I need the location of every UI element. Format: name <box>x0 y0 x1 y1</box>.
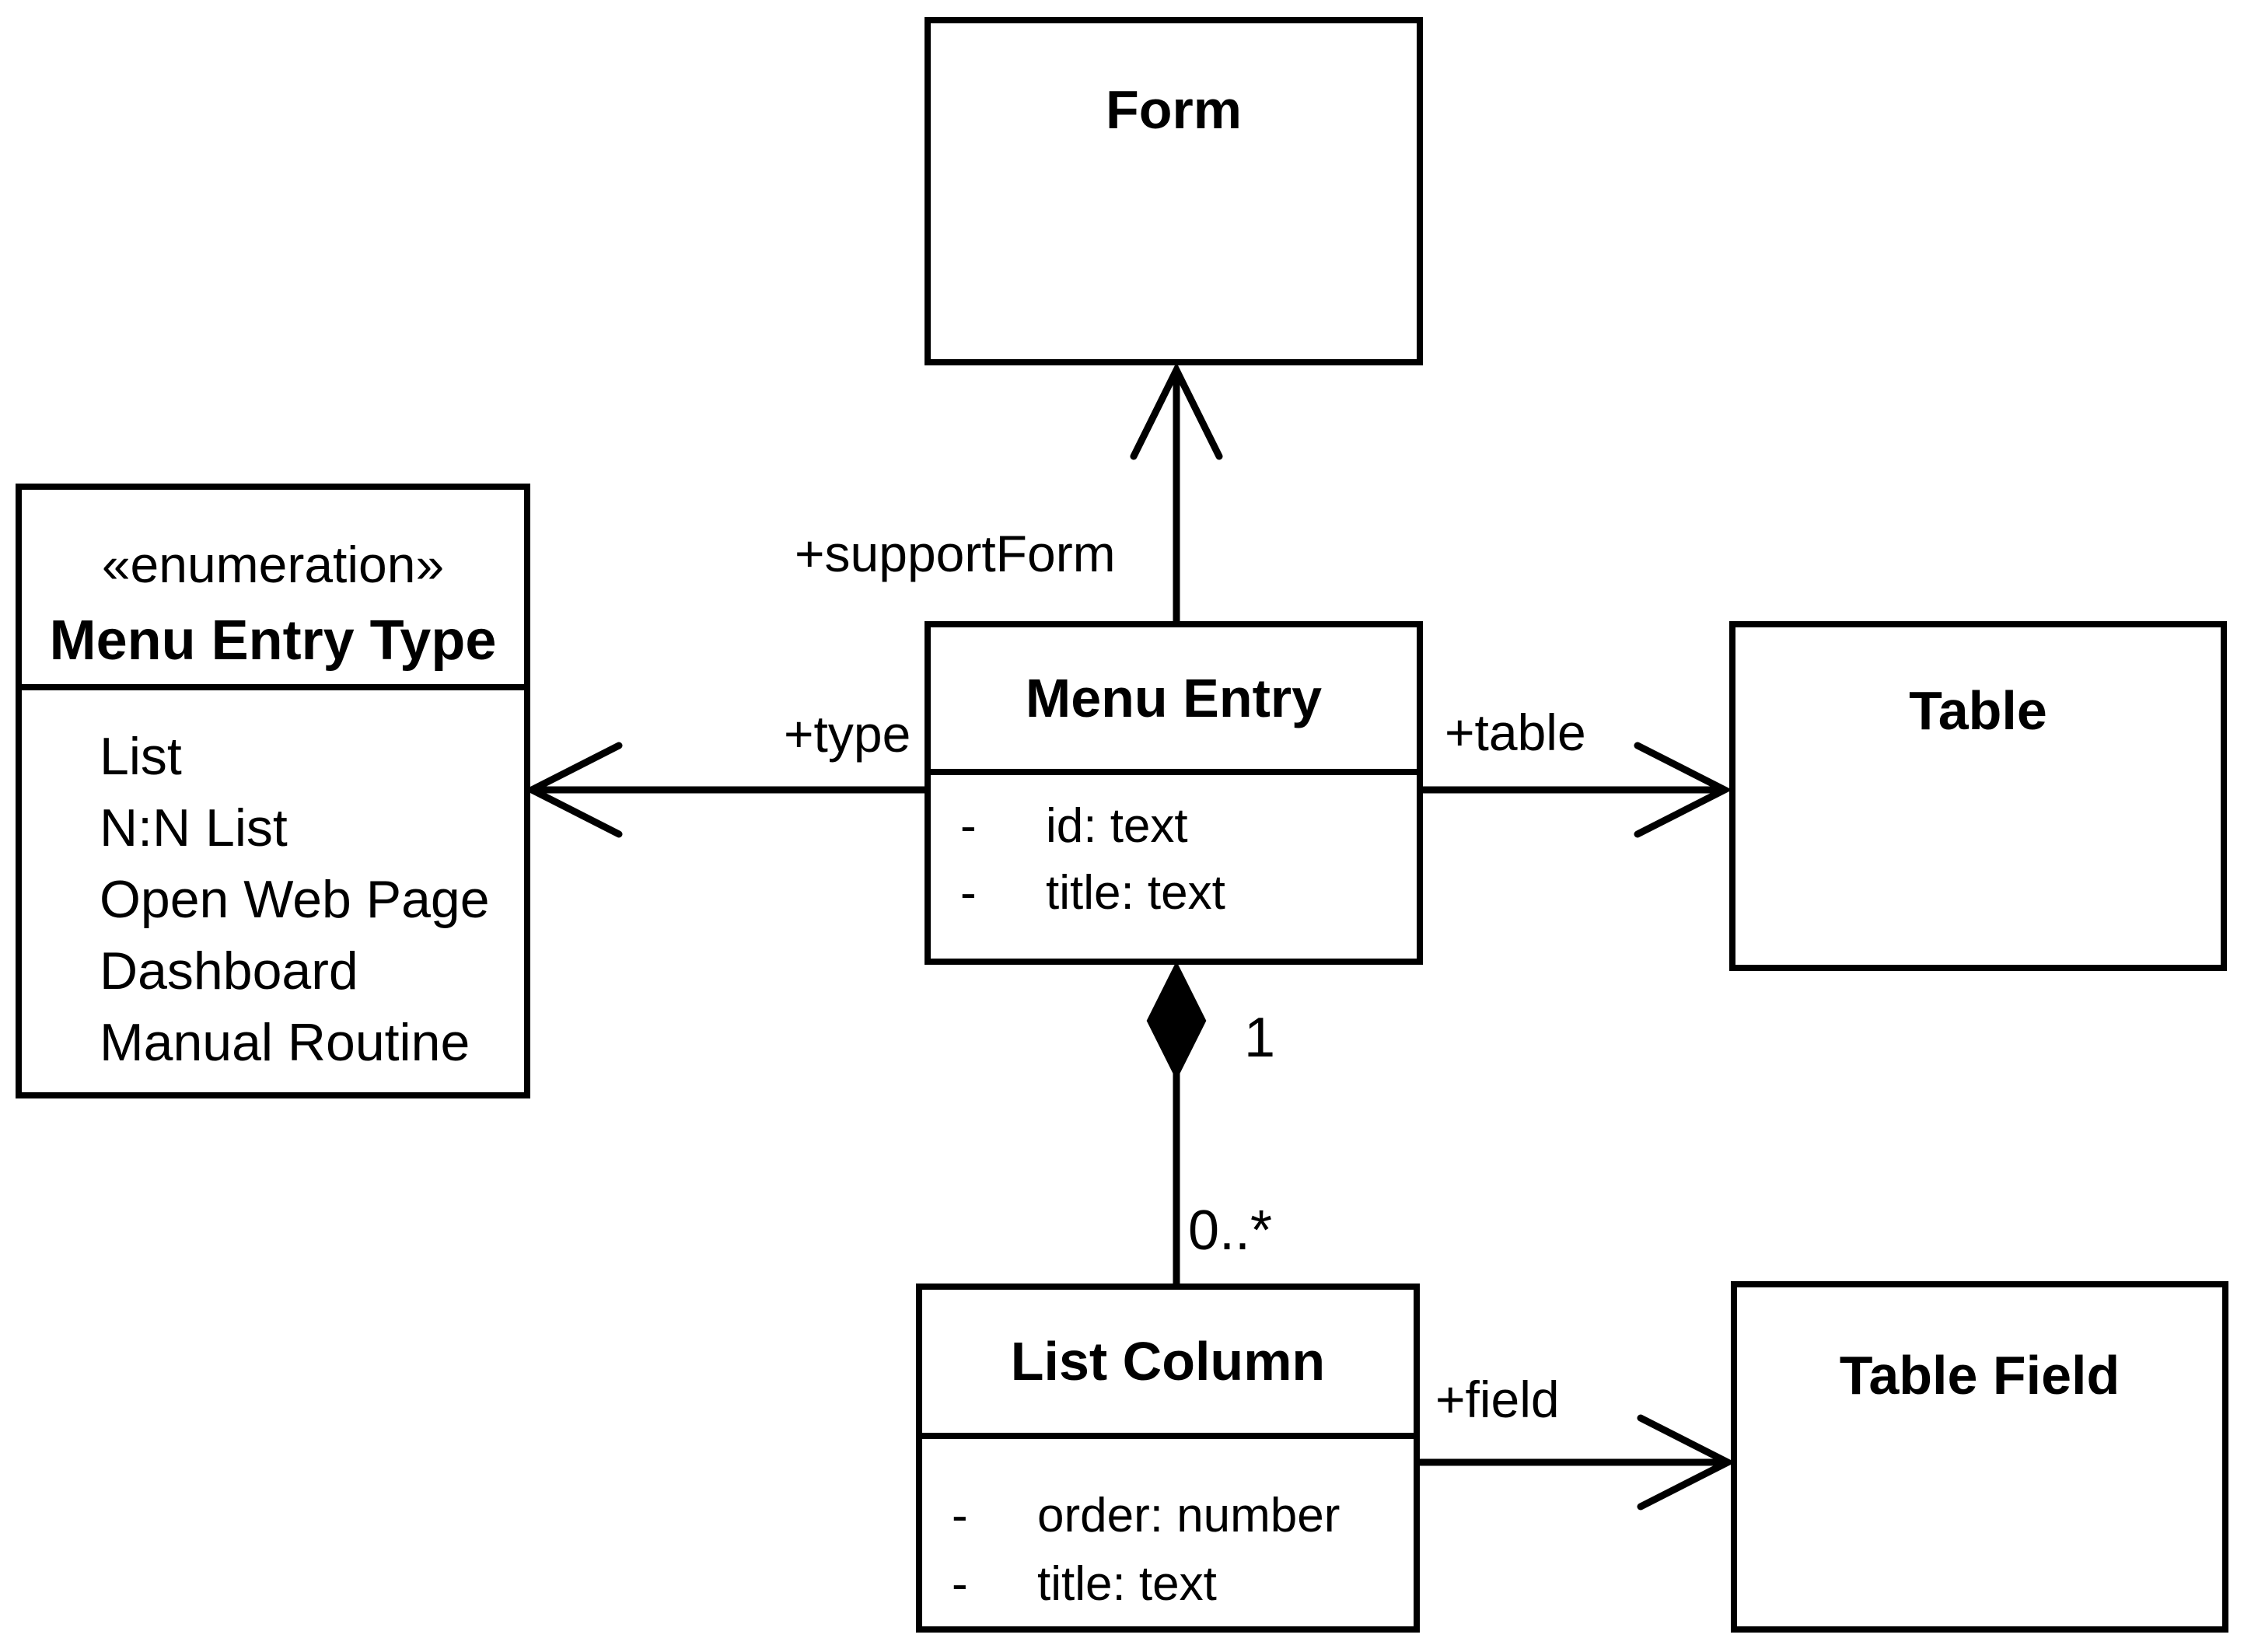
class-title: Table Field <box>1839 1345 2120 1406</box>
enum-literal: N:N List <box>100 798 288 857</box>
enum-literal: Manual Routine <box>100 1013 470 1072</box>
visibility-marker: - <box>960 799 977 853</box>
title-compartment: Menu Entry <box>931 627 1417 769</box>
class-list-column: List Column - order: number - title: text <box>916 1284 1420 1633</box>
stereotype-label: «enumeration» <box>101 536 445 593</box>
open-arrowhead-icon <box>524 742 623 838</box>
attribute-text: id: text <box>1046 799 1188 853</box>
open-arrowhead-icon <box>1637 1414 1735 1511</box>
association-support-form <box>1130 361 1223 621</box>
title-compartment: List Column <box>922 1290 1414 1433</box>
attribute-text: order: number <box>1037 1489 1340 1542</box>
class-table-field: Table Field <box>1731 1281 2228 1633</box>
composition-menu-entry-columns <box>1146 961 1207 1287</box>
association-type <box>524 742 925 838</box>
attribute-row: - id: text <box>931 793 1417 860</box>
class-menu-entry: Menu Entry - id: text - title: text <box>925 621 1423 965</box>
composition-diamond-icon <box>1146 961 1207 1081</box>
association-label-table: +table <box>1445 704 1586 761</box>
class-title: Form <box>1106 79 1242 140</box>
class-title: Table <box>1909 680 2047 741</box>
attribute-row: - order: number <box>922 1482 1414 1550</box>
attributes-compartment: - id: text - title: text <box>931 769 1417 927</box>
attribute-row: - title: text <box>931 860 1417 927</box>
attributes-compartment: - order: number - title: text <box>922 1433 1414 1619</box>
attribute-row: - title: text <box>922 1550 1414 1619</box>
association-field <box>1420 1414 1735 1511</box>
visibility-marker: - <box>960 866 977 920</box>
class-title: Menu Entry Type <box>49 609 497 672</box>
multiplicity-source: 1 <box>1244 1007 1276 1069</box>
class-title: List Column <box>1010 1331 1326 1392</box>
enum-literal: Dashboard <box>100 941 358 1001</box>
class-title: Menu Entry <box>1025 668 1323 728</box>
open-arrowhead-icon <box>1634 742 1732 838</box>
association-label-field: +field <box>1435 1371 1560 1428</box>
attribute-text: title: text <box>1046 866 1225 920</box>
enum-header: «enumeration» Menu Entry Type <box>22 490 524 684</box>
class-table: Table <box>1729 621 2227 971</box>
enum-literal: List <box>100 727 182 786</box>
visibility-marker: - <box>952 1489 968 1542</box>
class-form: Form <box>925 17 1423 365</box>
association-table <box>1423 742 1732 838</box>
attribute-text: title: text <box>1037 1557 1217 1611</box>
enum-menu-entry-type: «enumeration» Menu Entry Type List N:N L… <box>16 484 530 1098</box>
enum-literal: Open Web Page <box>100 870 490 929</box>
visibility-marker: - <box>952 1557 968 1611</box>
enum-literals: List N:N List Open Web Page Dashboard Ma… <box>22 684 524 1078</box>
open-arrowhead-icon <box>1130 361 1223 460</box>
association-label-type: +type <box>784 705 911 763</box>
association-label-support-form: +supportForm <box>795 525 1116 582</box>
multiplicity-target: 0..* <box>1188 1200 1273 1262</box>
